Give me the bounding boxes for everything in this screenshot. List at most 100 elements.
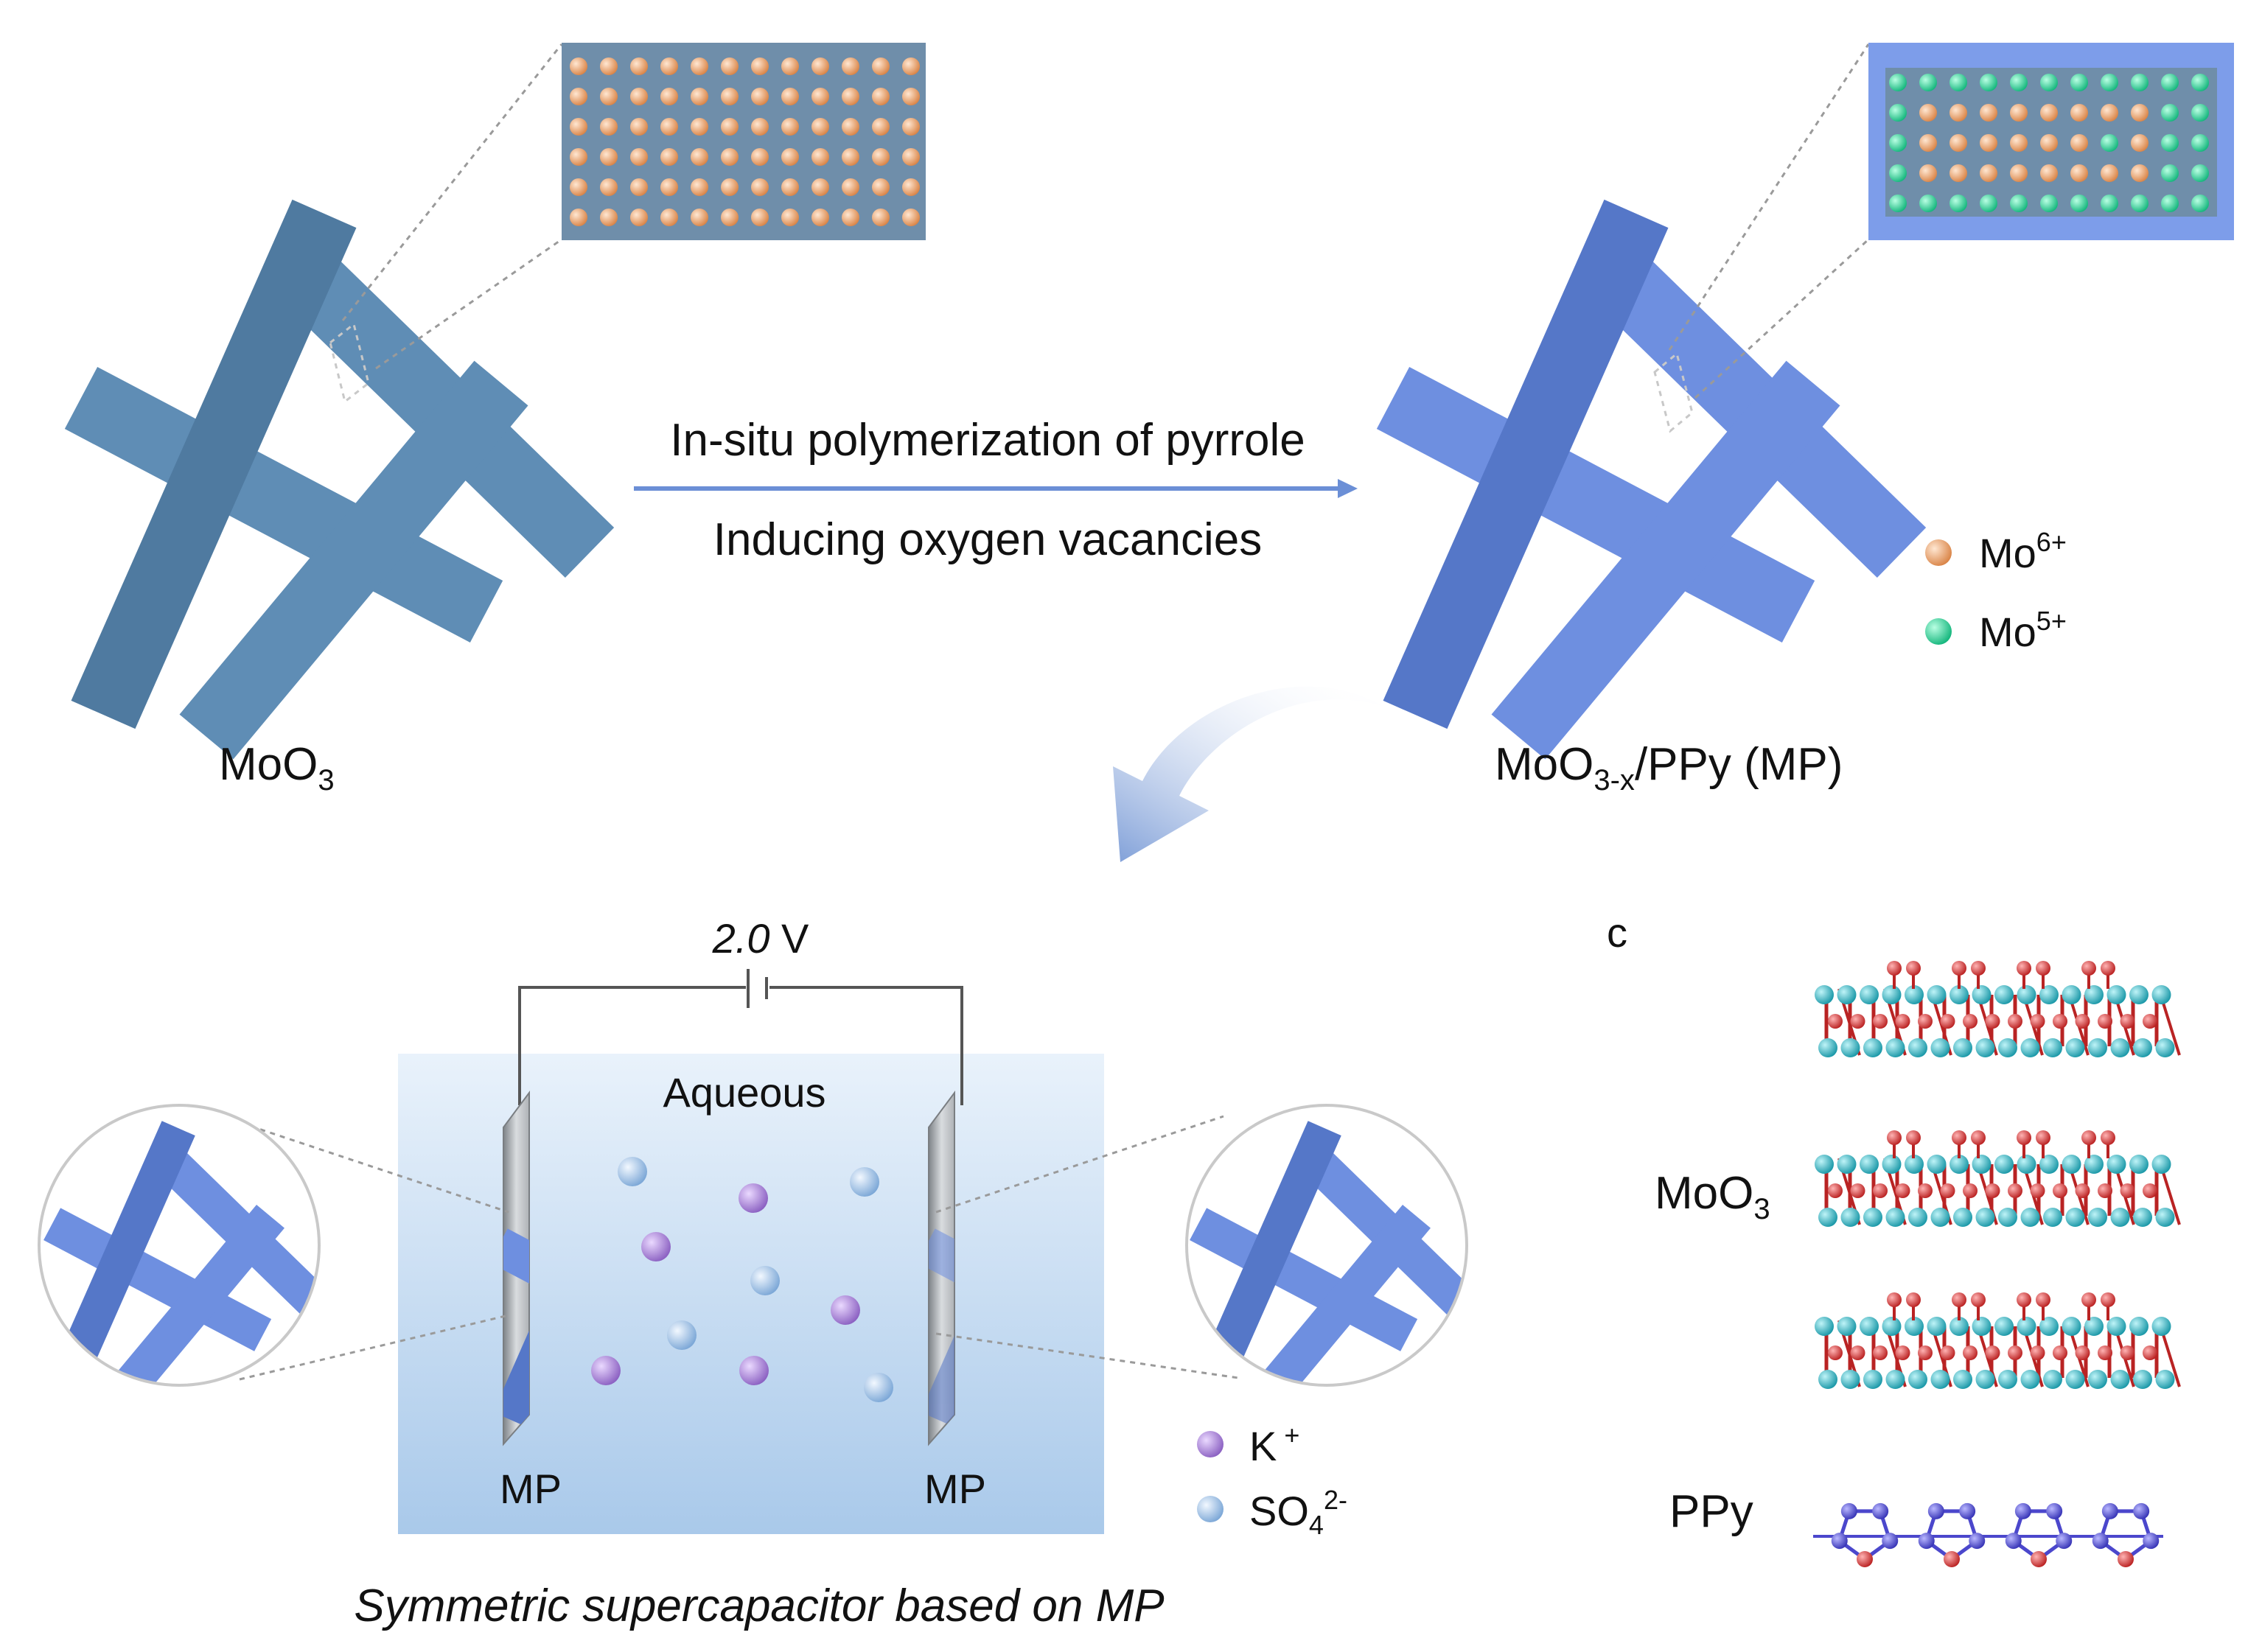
mo-atom [1975,1370,1995,1389]
mo-atom [1949,1317,1969,1336]
mo-atom [1860,985,1879,1004]
mo5-legend-sup: 5+ [2036,606,2067,636]
mo-atom [2133,1370,2152,1389]
mo6-dot [630,209,648,226]
k-ion [739,1356,769,1385]
mo-atom [2110,1038,2130,1057]
mo-atom [1994,1155,2014,1174]
apical-o-atom [1971,961,1986,976]
so4-ion-base: SO [1249,1488,1309,1534]
mo-atom [1885,1038,1905,1057]
mo-atom [1953,1038,1972,1057]
mo6-dot [842,88,859,105]
o-atom [1963,1345,1978,1360]
so4-ion [864,1373,893,1402]
reaction-arrow-head [1338,479,1358,498]
mo-atom [2151,1155,2171,1174]
mo-atom [2039,1317,2059,1336]
mo-atom [1972,1317,1992,1336]
mo6-dot [2131,104,2148,122]
mo-atom [2151,1317,2171,1336]
c-atom [1882,1533,1899,1550]
mo-atom [2020,1208,2040,1227]
mo-atom [1927,985,1947,1004]
apical-o-atom [2081,961,2096,976]
mo-atom [2039,1155,2059,1174]
mo6-dot [600,178,618,196]
mo-atom [1818,1038,1837,1057]
mo6-dot [660,148,678,166]
o-atom [1850,1014,1865,1029]
mo-atom [2129,985,2148,1004]
c-atom [1959,1502,1976,1519]
o-atom [1918,1345,1933,1360]
mo-atom [2155,1208,2175,1227]
o-atom [1873,1345,1888,1360]
so4-ion-legend-label: SO42- [1249,1485,1347,1540]
mo6-dot [630,57,648,75]
mo-atom [2062,985,2081,1004]
mo6-dot [872,57,890,75]
mo5-dot [2131,74,2148,91]
mo6-dot [751,178,769,196]
n-atom [1857,1551,1873,1567]
mo6-dot [721,209,739,226]
apical-o-atom [1971,1292,1986,1307]
mo6-dot [781,57,799,75]
mo-atom [2065,1208,2085,1227]
mo-atom [2020,1370,2040,1389]
c-atom [2056,1533,2073,1550]
mo6-dot [842,118,859,136]
mo5-legend-label: Mo5+ [1979,606,2067,655]
o-atom [1828,1345,1843,1360]
o-atom [2075,1345,2090,1360]
electrolyte-ions [591,1157,893,1402]
apical-o-atom [2081,1130,2096,1145]
mo6-dot [1980,164,1997,182]
mo-atom [1863,1370,1882,1389]
so4-ion [750,1266,780,1295]
moo3-nanobelt-network [64,199,615,760]
c-atom [1969,1533,1986,1550]
mo6-dot [811,57,829,75]
mo6-dot [691,88,708,105]
moo3-label-main: MoO [219,739,318,790]
apical-o-atom [1952,961,1966,976]
o-atom [2053,1183,2067,1198]
mo6-dot [811,178,829,196]
ion-legend: K + SO42- [1197,1420,1347,1540]
mo6-dot [2101,164,2118,182]
k-ion-legend-dot [1197,1431,1224,1457]
mo6-dot [630,118,648,136]
apical-o-atom [2036,961,2050,976]
mo-atom [2110,1370,2130,1389]
mo-atom [1998,1370,2017,1389]
mp-label-rest: /PPy (MP) [1635,739,1843,790]
mo6-dot [630,88,648,105]
o-atom [1940,1014,1955,1029]
mo-atom [1994,1317,2014,1336]
mo6-dot [751,148,769,166]
so4-ion [618,1157,647,1186]
mo6-dot [2131,134,2148,152]
o-atom [1963,1014,1978,1029]
mo-atom [1837,985,1857,1004]
voltage-unit: V [769,915,809,962]
o-atom [2008,1014,2022,1029]
mo-atom [2106,985,2126,1004]
o-atom [2143,1014,2157,1029]
so4-ion [667,1320,697,1350]
c-atom [2143,1533,2160,1550]
mo6-dot [872,88,890,105]
mo6-dot [2070,104,2088,122]
mo-atom [1949,985,1969,1004]
mo-atom [2017,985,2036,1004]
magnified-right-rods [1190,1121,1467,1385]
mo6-dot [660,178,678,196]
mo5-dot [1949,195,1967,212]
arrow-text-bottom: Inducing oxygen vacancies [713,514,1262,565]
mo6-legend-label: Mo6+ [1979,527,2067,576]
zoom-lines-mp [1653,43,1870,433]
mo6-dot [781,118,799,136]
